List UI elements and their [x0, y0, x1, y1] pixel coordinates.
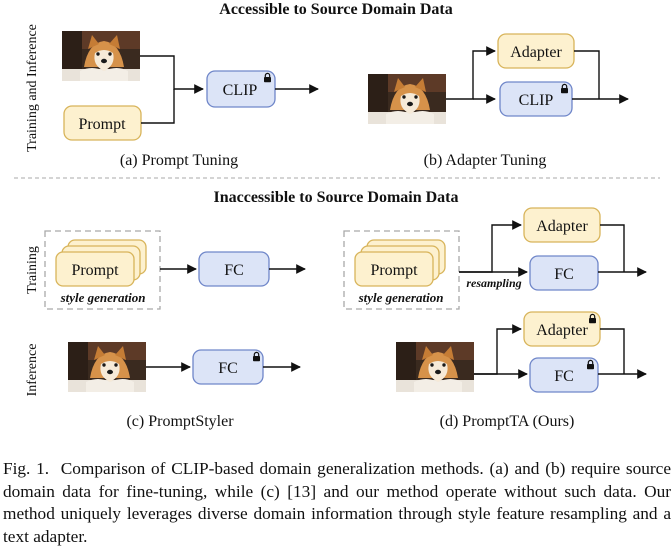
prompt-label-d: Prompt: [370, 262, 418, 279]
line-prompt-to-clip-a: [141, 89, 175, 124]
dog-photo-d: [396, 342, 474, 392]
dog-photo-b: [368, 74, 446, 124]
section-title-inaccessible: Inaccessible to Source Domain Data: [213, 189, 458, 206]
subcaption-a: (a) Prompt Tuning: [120, 152, 238, 169]
style-generation-label-d: style generation: [358, 290, 444, 305]
arrow-photo-to-adapter-b: [446, 46, 496, 100]
fc-label-c-train: FC: [224, 262, 244, 279]
prompt-label-c: Prompt: [71, 262, 119, 279]
line-adapter-out-d-infer: [600, 328, 625, 374]
adapter-label-b: Adapter: [510, 44, 562, 61]
clip-label-b: CLIP: [519, 92, 554, 109]
clip-label-a: CLIP: [223, 82, 258, 99]
side-label-training: Training: [25, 246, 40, 294]
subcaption-b: (b) Adapter Tuning: [424, 152, 547, 169]
caption-text: Comparison of CLIP-based domain generali…: [3, 459, 672, 546]
resampling-label: resampling: [466, 276, 521, 290]
arrow-to-adapter-d-train: [459, 220, 522, 273]
arrow-photo-to-clip-a: [140, 55, 204, 94]
panel-c-promptstyler: Prompt style generation FC FC (c) Prompt…: [44, 230, 306, 430]
fc-label-d-train: FC: [554, 266, 574, 283]
subcaption-d: (d) PromptTA (Ours): [440, 413, 575, 430]
arrow-to-adapter-d-infer: [474, 324, 522, 375]
style-generation-frame-d: [343, 230, 460, 310]
style-generation-label-c: style generation: [60, 290, 146, 305]
figure-caption: Fig. 1. Comparison of CLIP-based domain …: [3, 458, 671, 548]
fc-label-c-infer: FC: [218, 360, 238, 377]
dog-photo-a: [62, 31, 140, 81]
adapter-label-d-infer: Adapter: [536, 322, 588, 339]
line-adapter-out-d-train: [600, 224, 625, 272]
fc-box-d-infer: [529, 357, 599, 393]
line-adapter-out-b: [574, 50, 600, 99]
prompt-box-c: [55, 251, 135, 287]
dog-photo-c: [68, 342, 146, 392]
panel-d-promptta: Prompt style generation resampling Adapt…: [343, 207, 647, 430]
figure-diagram: Accessible to Source Domain Data Inacces…: [14, 1, 660, 430]
panel-a-prompt-tuning: Prompt CLIP (a) Prompt Tuning: [62, 31, 319, 169]
fc-label-d-infer: FC: [554, 368, 574, 385]
section-title-accessible: Accessible to Source Domain Data: [219, 1, 452, 18]
adapter-label-d-train: Adapter: [536, 218, 588, 235]
caption-label: Fig. 1.: [3, 459, 50, 478]
panel-b-adapter-tuning: Adapter CLIP (b) Adapter Tuning: [368, 33, 629, 169]
prompt-box-d: [354, 251, 434, 287]
side-label-training-and-inference: Training and Inference: [25, 24, 40, 152]
subcaption-c: (c) PromptStyler: [126, 413, 234, 430]
side-label-inference: Inference: [25, 344, 40, 397]
style-generation-frame-c: [44, 230, 161, 310]
fc-box-d-train: [529, 255, 599, 291]
prompt-label-a: Prompt: [78, 116, 126, 133]
